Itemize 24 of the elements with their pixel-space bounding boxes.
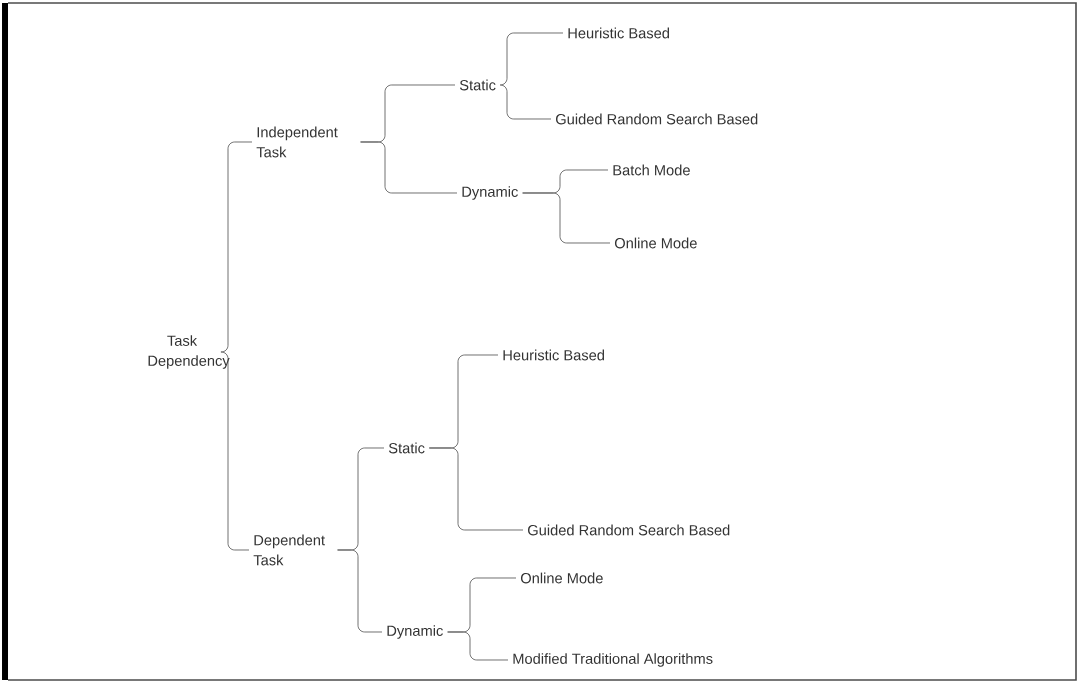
category-label: Online Mode bbox=[614, 237, 697, 249]
category-label: Dynamic bbox=[462, 186, 518, 200]
category-label: Independent Task bbox=[256, 126, 338, 158]
bracket-line bbox=[220, 141, 253, 353]
category-label: Modified Traditional Algorithms bbox=[513, 653, 713, 667]
bracket-line bbox=[360, 141, 458, 194]
category-label: Batch Mode bbox=[613, 164, 690, 176]
category-label: Task Dependency bbox=[148, 335, 230, 369]
category-label: Static bbox=[388, 442, 425, 454]
category-label: Static bbox=[459, 79, 496, 91]
category-label: Guided Random Search Based bbox=[528, 524, 730, 536]
bracket-line bbox=[220, 351, 250, 551]
bracket-line bbox=[337, 549, 383, 633]
bracket-line bbox=[428, 447, 524, 531]
bracket-line bbox=[499, 32, 564, 86]
category-label: Heuristic Based bbox=[568, 27, 669, 39]
bracket-line bbox=[522, 192, 611, 244]
category-label: Guided Random Search Based bbox=[556, 113, 758, 125]
category-label: Heuristic Based bbox=[503, 349, 604, 361]
bracket-line bbox=[447, 631, 509, 661]
bracket-line bbox=[499, 84, 552, 120]
category-label: Dependent Task bbox=[253, 534, 325, 566]
category-label: Online Mode bbox=[520, 572, 603, 584]
category-label: Dynamic bbox=[387, 625, 443, 639]
